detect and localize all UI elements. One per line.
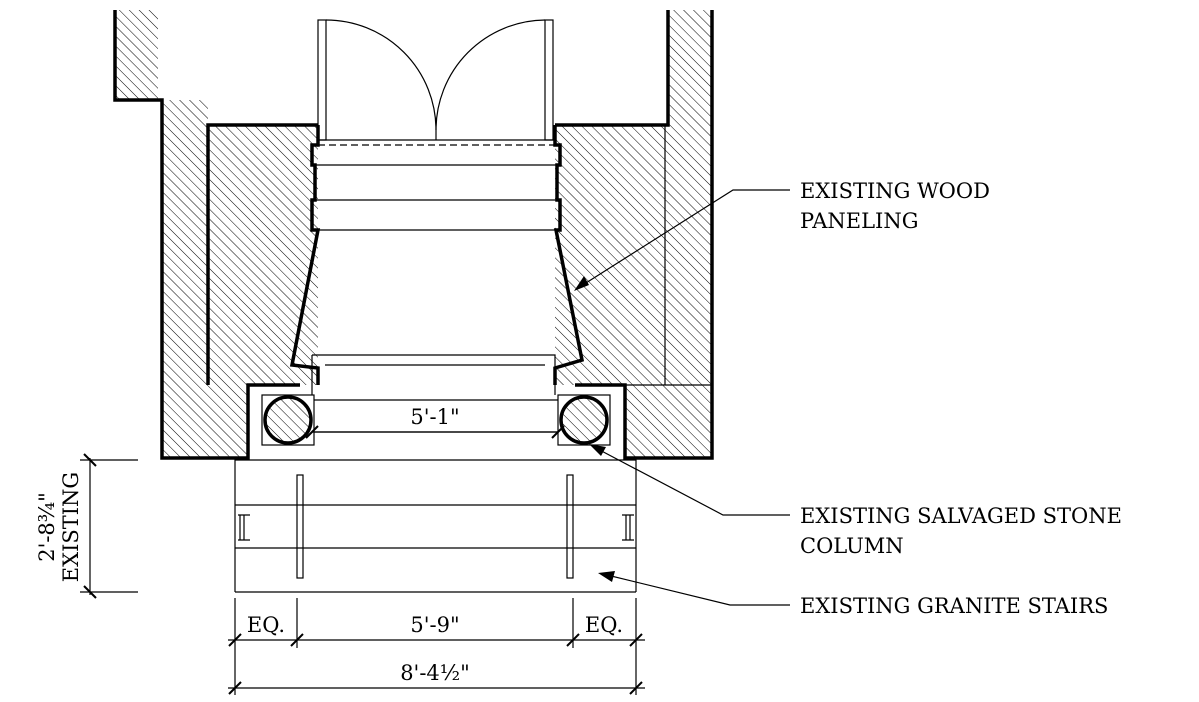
right-wall-outline (555, 10, 670, 127)
stair-depth-label: 2'-8¾" (35, 492, 59, 562)
wood-paneling-leader: EXISTING WOOD PANELING (574, 179, 990, 291)
right-masonry-wall (555, 10, 712, 458)
wood-paneling-right (553, 125, 585, 385)
stair-depth-dimension: 2'-8¾" EXISTING (35, 453, 138, 599)
wood-paneling-left (289, 125, 321, 385)
granite-stairs-leader: EXISTING GRANITE STAIRS (598, 571, 1108, 618)
wood-paneling-label-2: PANELING (800, 209, 918, 233)
left-wall-outline (113, 10, 300, 460)
left-stone-column (263, 395, 313, 445)
stone-column-label-2: COLUMN (800, 534, 904, 558)
granite-stairs (235, 474, 636, 593)
left-masonry-wall (115, 10, 318, 458)
overall-width-label: 8'-4½" (400, 661, 470, 685)
granite-stairs-label: EXISTING GRANITE STAIRS (800, 594, 1108, 618)
stone-column-label-1: EXISTING SALVAGED STONE (800, 504, 1122, 528)
eq-left-label: EQ. (247, 613, 285, 637)
double-door (317, 19, 554, 141)
opening-dimension: 5'-1" (305, 405, 565, 439)
stone-column-leader: EXISTING SALVAGED STONE COLUMN (589, 444, 1122, 558)
center-width-label: 5'-9" (410, 613, 459, 637)
right-stone-column (559, 395, 609, 445)
wood-paneling-label-1: EXISTING WOOD (800, 179, 990, 203)
stair-depth-note: EXISTING (59, 472, 83, 582)
width-dimensions: EQ. 5'-9" EQ. 8'-4½" (228, 598, 645, 695)
right-column-base (557, 394, 611, 446)
left-column-base (261, 394, 315, 446)
eq-right-label: EQ. (585, 613, 623, 637)
opening-width-label: 5'-1" (410, 405, 459, 429)
